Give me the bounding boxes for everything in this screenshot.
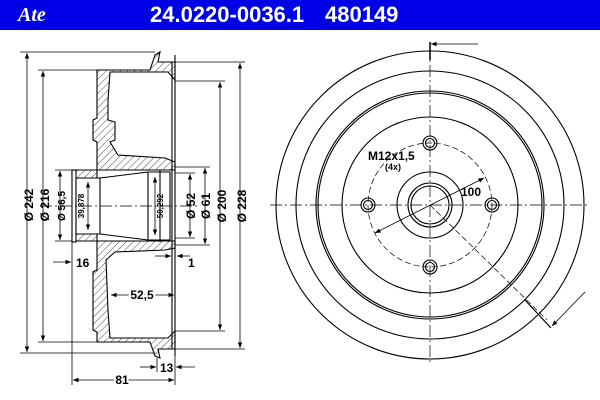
dim-d61: Ø 61 [199,193,213,219]
dim-d52: Ø 52 [184,193,198,219]
dim-1: 1 [188,256,195,270]
ate-logo: Ate [18,4,46,26]
dim-d216: Ø 216 [38,188,52,221]
technical-drawing: Ø 242 Ø 216 Ø 56,5 39,878 50,292 Ø 52 Ø … [20,41,590,389]
dim-16: 16 [76,256,90,270]
part-number: 24.0220-0036.1 [150,2,305,27]
dim-d242: Ø 242 [22,188,36,221]
reference-number: 480149 [325,2,399,27]
side-section-view [20,50,245,385]
thread-label: M12x1,5 [368,149,415,163]
dim-52-5: 52,5 [130,288,154,302]
dim-50-292: 50,292 [156,193,165,218]
drum-section-lower [92,240,176,359]
dim-81: 81 [115,373,129,387]
side-view-labels: Ø 242 Ø 216 Ø 56,5 39,878 50,292 Ø 52 Ø … [22,188,249,389]
dim-d200: Ø 200 [215,189,229,222]
front-view [270,41,590,365]
pcd-label: 100 [461,185,481,199]
dim-d228: Ø 228 [235,189,249,222]
dim-13: 13 [160,361,174,375]
thread-count-label: (4x) [385,162,401,172]
dim-d56-5: Ø 56,5 [57,191,68,221]
front-view-labels: M12x1,5 (4x) 100 [368,149,481,199]
header-bar: Ate 24.0220-0036.1 480149 [0,0,600,30]
drum-section-upper [92,50,176,171]
dim-39-878: 39,878 [77,193,86,218]
